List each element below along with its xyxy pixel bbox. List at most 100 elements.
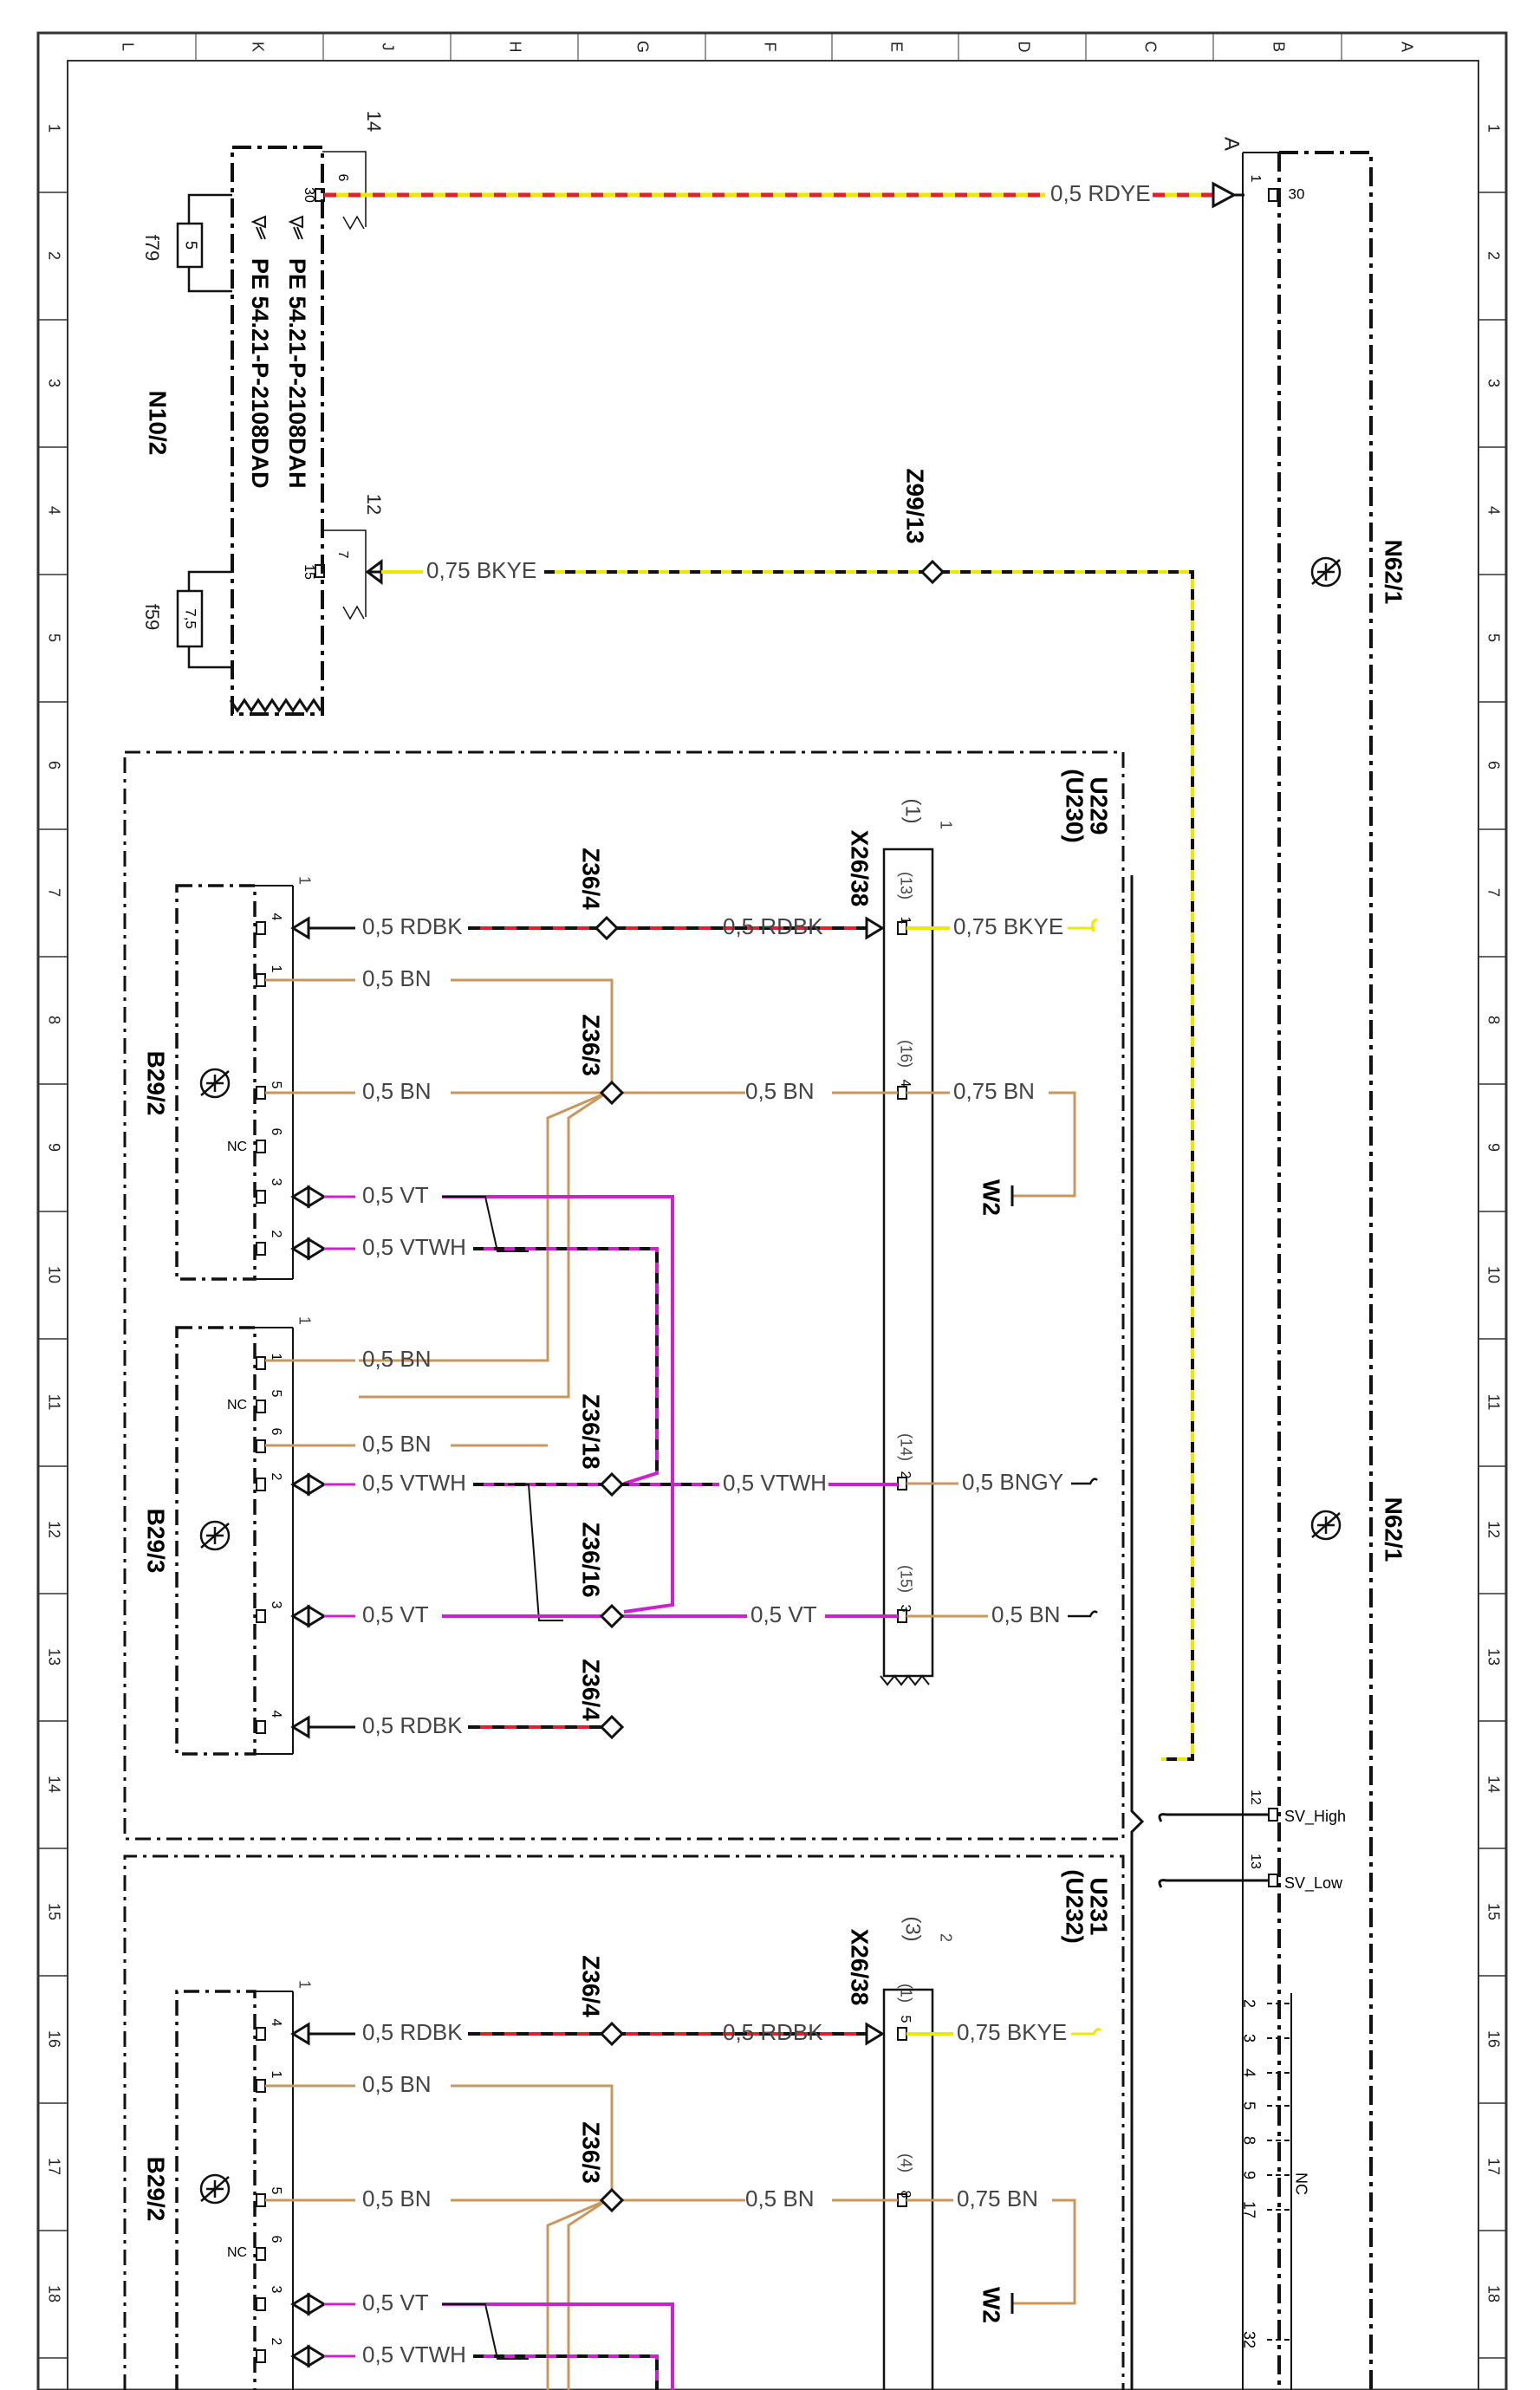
wire-vt[interactable]: 0,5 VT xyxy=(290,1182,674,1614)
wire-vtwh[interactable]: 0,5 VTWH xyxy=(290,1234,659,1485)
wire-bn[interactable]: 0,5 BN 0,5 BN 0,5 BN xyxy=(265,2071,898,2390)
pin-number: 3 xyxy=(898,1605,913,1613)
row-number: 17 xyxy=(45,2158,62,2175)
block-u231: U231 (U232) X26/38 (3) 2 (1) 5 0,75 BKYE… xyxy=(123,1854,1125,2390)
col-letter: A xyxy=(1398,42,1415,52)
sensor-b29-3-pins: 1 5 6 2 3 4 xyxy=(256,1354,283,1734)
module-n62-1: A 1 30 N62/1 N62/1 12 SV_High 13 SV_Low … xyxy=(1158,137,1407,2390)
col-letter: J xyxy=(379,43,396,51)
pin-label: 1 xyxy=(1248,175,1263,183)
pin-number: 4 xyxy=(898,1080,913,1088)
wire-label: 0,5 BN xyxy=(362,965,432,991)
wire-label: 0,5 RDYE xyxy=(1050,180,1151,206)
wire-label: 0,5 VT xyxy=(362,1601,429,1627)
row-number: 8 xyxy=(1485,1016,1502,1024)
pin-number: 2 xyxy=(269,1231,283,1238)
col-letter: K xyxy=(249,42,266,52)
wire-vt[interactable]: 0,5 VT xyxy=(290,2289,674,2390)
nc-label: NC xyxy=(227,1398,247,1413)
module-name: N62/1 xyxy=(1381,540,1407,605)
row-number: 3 xyxy=(45,379,62,387)
wire-label: 0,5 BN xyxy=(362,1078,432,1104)
row-number: 17 xyxy=(1485,2158,1502,2175)
row-number: 5 xyxy=(1485,633,1502,642)
wire-bn[interactable]: 0,5 BN 0,5 BN xyxy=(265,1346,548,1457)
ground-w2: W2 xyxy=(978,2287,1014,2323)
splice-label: Z36/4 xyxy=(578,1659,605,1721)
row-number: 13 xyxy=(1485,1648,1502,1666)
pe-reference: PE 54.21-P-2108DAD PE 54.21-P-2108DAH xyxy=(247,215,310,489)
connector-index: 2 xyxy=(937,1933,954,1942)
wire-rdbk[interactable]: 0,5 RDBK xyxy=(290,1712,607,1739)
connector-index: 1 xyxy=(296,876,313,885)
wire-rdbk[interactable]: 0,5 RDBK 0,5 RDBK xyxy=(290,913,885,940)
wire-label: 0,75 BN xyxy=(957,2185,1038,2211)
nc-label: NC xyxy=(1292,2172,1309,2195)
wire-vt[interactable]: 0,5 VT 0,5 VT xyxy=(290,1601,898,1628)
wire-label: 0,5 BN xyxy=(362,2185,432,2211)
sensor-name: B29/3 xyxy=(143,1509,170,1574)
pin-label: (15) xyxy=(897,1565,914,1593)
splice-z36-4: Z36/4 xyxy=(578,848,620,941)
wire-label: 0,5 BN xyxy=(745,2185,815,2211)
row-number: 2 xyxy=(45,251,62,260)
wire-rdbk[interactable]: 0,5 RDBK 0,5 RDBK xyxy=(290,2019,885,2046)
wire-label: 0,75 BKYE xyxy=(426,557,536,583)
row-number: 11 xyxy=(1485,1394,1502,1411)
pin-number: 1 xyxy=(269,1354,283,1361)
row-number: 16 xyxy=(1485,2030,1502,2048)
connector-index: 1 xyxy=(296,1316,313,1325)
wire-label: 0,5 VTWH xyxy=(723,1470,827,1496)
conn-pin-row: (14) 2 0,5 BNGY xyxy=(897,1433,1098,1495)
row-number: 14 xyxy=(45,1776,62,1793)
wire-bn[interactable]: 0,5 BN 0,5 BN 0,5 BN xyxy=(265,965,898,1399)
connector-label: X26/38 xyxy=(847,1929,874,2006)
wire-label: 0,5 BN xyxy=(991,1601,1061,1627)
row-number: 1 xyxy=(45,124,62,133)
splice-label: Z36/3 xyxy=(578,1014,605,1076)
unit-name: N10/2 xyxy=(145,391,172,456)
wire-vtwh[interactable]: 0,5 VTWH xyxy=(290,2341,659,2390)
wire-label: 0,5 RDBK xyxy=(362,913,463,939)
row-number: 3 xyxy=(1485,379,1502,387)
wire-rdye[interactable]: 0,5 RDYE xyxy=(324,180,1244,209)
splice-label: Z36/3 xyxy=(578,2121,605,2184)
col-letter: D xyxy=(1015,42,1032,53)
pin-label: (13) xyxy=(897,872,914,899)
pin-number: 6 xyxy=(269,2236,283,2244)
pin-label: 5 xyxy=(1240,2101,1257,2110)
terminal-label: 30 xyxy=(302,187,316,203)
pin-label: 3 xyxy=(1240,2034,1257,2043)
row-number: 6 xyxy=(1485,761,1502,770)
wire-vtwh[interactable]: 0,5 VTWH 0,5 VTWH xyxy=(290,1470,898,1621)
fuse-value: 5 xyxy=(182,241,199,250)
row-number: 7 xyxy=(45,888,62,897)
pin-number: 2 xyxy=(898,1471,913,1479)
nc-label: NC xyxy=(227,2245,247,2260)
pin-label: (1) xyxy=(897,1984,914,2003)
row-ticks xyxy=(38,192,1506,2359)
wire-label: 0,5 BNGY xyxy=(962,1469,1063,1495)
sensor-b29-2-pins: 4 1 5 6 3 2 xyxy=(256,2019,283,2363)
block-name: (U230) xyxy=(1062,769,1088,843)
row-number: 14 xyxy=(1485,1776,1502,1793)
pin-number: 5 xyxy=(898,2016,913,2023)
wire-label: 0,75 BN xyxy=(953,1078,1035,1104)
pin-number: 3 xyxy=(269,2286,283,2294)
wire-label: 0,5 BN xyxy=(745,1078,815,1104)
connector-label: A xyxy=(1220,137,1244,151)
pin-number: 6 xyxy=(269,1428,283,1436)
wire-label: 0,5 VT xyxy=(751,1601,817,1627)
sensor-b29-2-pins: 4 1 5 6 3 2 xyxy=(256,913,283,1256)
conn-pin-row: (15) 3 0,5 BN xyxy=(897,1565,1098,1627)
pin-number: 5 xyxy=(269,1081,283,1089)
wire-bkye[interactable]: 0,75 BKYE xyxy=(365,557,1194,1761)
sensor-b29-2: 1 B29/2 NC xyxy=(143,1980,313,2390)
wire-label: 0,5 VTWH xyxy=(362,1470,466,1496)
row-number: 18 xyxy=(1485,2285,1502,2302)
row-number: 4 xyxy=(45,506,62,515)
splice-z36-3: Z36/3 xyxy=(578,1014,625,1106)
row-number: 11 xyxy=(45,1394,62,1411)
ground-label: W2 xyxy=(978,2287,1005,2323)
row-number: 16 xyxy=(45,2030,62,2048)
